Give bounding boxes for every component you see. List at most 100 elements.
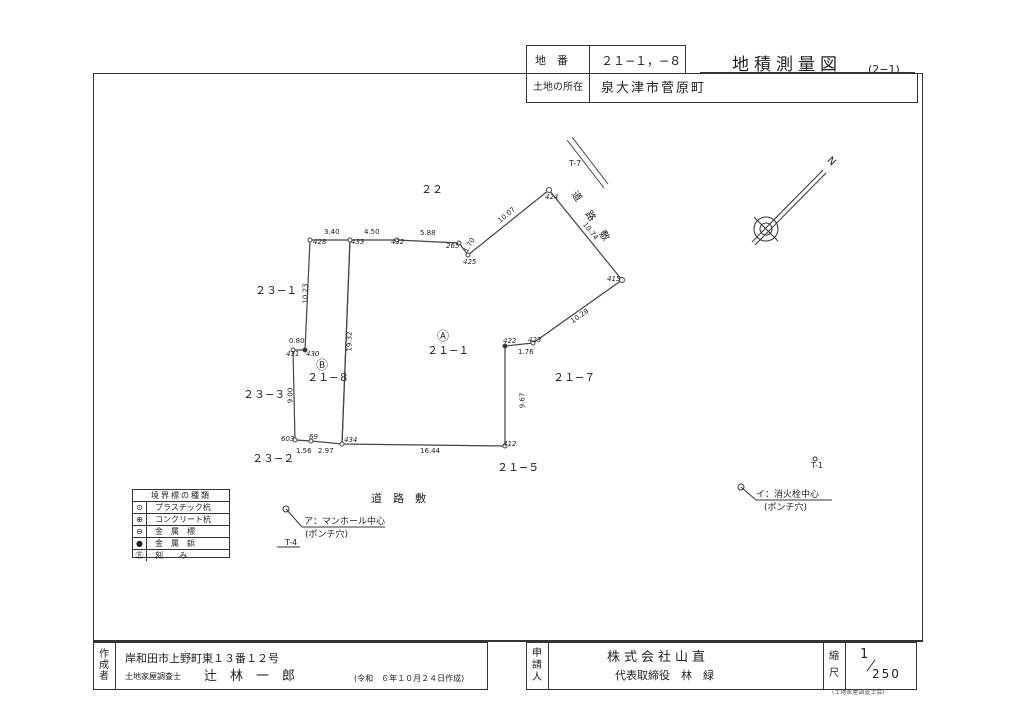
marker-412 (502, 443, 508, 449)
footer-small-note: (土地家屋調査士会) (832, 689, 885, 696)
legend-marker-icon: ⊙ (133, 502, 147, 513)
lot-21-5-label: ２１−５ (497, 461, 540, 474)
footer-rule (93, 641, 923, 642)
lot-label: 地 番 (535, 54, 568, 67)
legend-marker-icon: ● (133, 538, 147, 549)
point-415: 415 (607, 275, 621, 283)
legend-row: ⊕ コンクリート杭 (133, 514, 229, 526)
point-430: 430 (306, 350, 320, 358)
maker-title: 土地家屋調査士 (125, 672, 181, 681)
marker-415 (619, 277, 625, 283)
compass-icon (751, 169, 827, 246)
legend-row: ⊙ プラスチック杭 (133, 502, 229, 514)
hydrant-label: イ：消火栓中心 (756, 490, 820, 500)
dim-1644: 16.44 (420, 447, 441, 455)
t4-label: T-4 (285, 538, 298, 547)
legend-marker-icon: ⊕ (133, 514, 147, 525)
dim-588: 5.88 (420, 229, 436, 237)
applicant-rep: 代表取締役 林 緑 (615, 669, 714, 682)
header-location-table: 土地の所在 泉大津市菅原町 (526, 73, 918, 103)
marker-431 (290, 347, 296, 353)
point-433: 433 (351, 238, 365, 246)
maker-address: 岸和田市上野町東１３番１２号 (125, 652, 279, 665)
lot-21-1-label: ２１−１ (427, 344, 470, 357)
dim-176: 1.76 (518, 348, 534, 356)
point-423: 423 (528, 336, 542, 344)
point-424: 424 (545, 193, 559, 201)
lot-23-3-label: ２３−３ (243, 388, 286, 401)
point-265: 265 (446, 242, 460, 250)
page-title: 地積測量図 (732, 55, 842, 75)
dim-900: 9.00 (286, 387, 295, 404)
marker-422 (502, 343, 508, 349)
point-69: 69 (309, 433, 318, 441)
manhole-label: ア：マンホール中心 (304, 517, 386, 527)
dim-967: 9.67 (518, 392, 527, 409)
point-431: 431 (286, 350, 300, 358)
sheet-number: (2−1) (868, 63, 900, 76)
lot-23-1-label: ２３−１ (255, 284, 298, 297)
marker-434 (339, 441, 345, 447)
legend-label: 金 属 鋲 (155, 539, 195, 548)
marker-69 (308, 438, 314, 444)
lot-22-label: ２２ (421, 183, 443, 196)
dim-340: 3.40 (324, 228, 340, 236)
boundary-legend: 境界標の種類 ⊙プラスチック杭⊕コンクリート杭⊖金 属 標●金 属 鋲㊄刻 み (132, 489, 230, 561)
parcel-a-mark: Ⓐ (437, 329, 450, 343)
boundary-markers (290, 187, 625, 449)
marker-430 (302, 347, 308, 353)
point-432: 432 (391, 238, 405, 246)
scale-numerator: 1 (860, 647, 869, 662)
legend-label: 刻 み (155, 551, 187, 560)
legend-row: ㊄刻 み (133, 550, 229, 561)
point-412: 412 (503, 440, 517, 448)
marker-432 (394, 237, 400, 243)
drawing-frame (93, 73, 923, 641)
legend-marker-icon: ㊄ (133, 550, 147, 561)
point-425: 425 (463, 258, 477, 266)
point-603: 603 (281, 435, 295, 443)
t1-marker (812, 456, 818, 462)
legend-row: ⊖ 金 属 標 (133, 526, 229, 538)
marker-433 (347, 237, 353, 243)
marker-425 (465, 252, 471, 258)
applicant-company: 株式会社山直 (607, 650, 710, 665)
t1-label: T-1 (811, 461, 824, 470)
lot-21-8-label: ２１−８ (307, 371, 350, 384)
point-428: 428 (313, 238, 327, 246)
maker-date: (令和 ６年１０月２４日作成) (354, 674, 465, 683)
legend-label: 金 属 標 (155, 527, 195, 536)
scale-label: 縮尺 (829, 651, 839, 679)
dim-080: 0.80 (289, 337, 305, 345)
lot-value: ２１−１，−８ (601, 54, 682, 68)
location-label: 土地の所在 (533, 82, 583, 93)
legend-title: 境界標の種類 (133, 490, 229, 502)
applicant-block: 申請人 株式会社山直 代表取締役 林 緑 (526, 642, 825, 690)
dim-1932: 19.32 (345, 331, 354, 352)
dim-450: 4.50 (364, 228, 380, 236)
title-underline (700, 72, 915, 73)
hydrant-sub-label: (ポンチ穴) (764, 503, 808, 513)
legend-marker-icon: ⊖ (133, 526, 147, 537)
marker-423 (530, 340, 536, 346)
marker-428 (307, 237, 313, 243)
location-value: 泉大津市菅原町 (601, 81, 707, 96)
legend-label: プラスチック杭 (155, 503, 211, 512)
marker-265 (456, 240, 462, 246)
dim-1023: 10.23 (301, 283, 310, 304)
parcel-b-mark: Ⓑ (316, 358, 329, 372)
marker-603 (292, 437, 298, 443)
lot-23-2-label: ２３−２ (252, 452, 295, 465)
legend-row: ● 金 属 鋲 (133, 538, 229, 550)
road-line-ne (566, 139, 605, 189)
maker-label: 作成者 (99, 649, 109, 682)
point-434: 434 (344, 436, 358, 444)
applicant-label: 申請人 (532, 648, 542, 683)
lot-21-7-label: ２１−７ (553, 371, 596, 384)
maker-name: 辻 林 一 郎 (204, 669, 296, 684)
legend-label: コンクリート杭 (155, 515, 211, 524)
dim-156: 1.56 (296, 447, 312, 455)
point-422: 422 (503, 337, 517, 345)
t7-label: T-7 (569, 159, 582, 168)
